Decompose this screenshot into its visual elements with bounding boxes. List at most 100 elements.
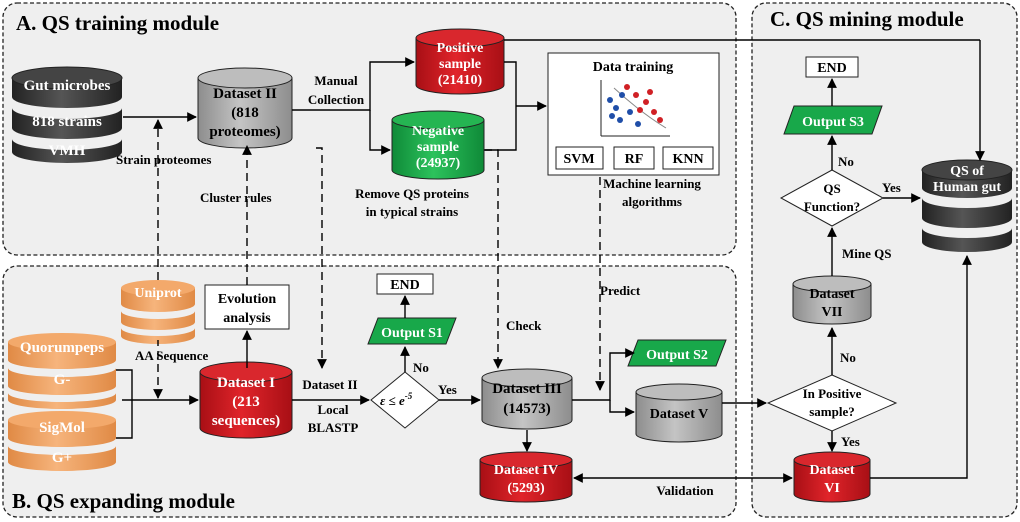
dataset-6-line2: VI [824,481,840,496]
rf-label: RF [625,152,644,167]
connectors [116,39,985,483]
output-s3-label: Output S3 [802,115,864,130]
dataset-7-line1: Dataset [809,287,854,302]
positive-decision-line1: In Positive [803,386,862,401]
qs-human-gut-db: QS of Human gut [921,159,1013,252]
ml-caption-line2: algorithms [622,194,682,209]
qs-human-line1: QS of [950,164,984,179]
svm-label: SVM [563,152,594,167]
dataset-1-line1: Dataset I [217,375,275,391]
dataset-2-line1: Dataset II [213,86,277,102]
end-3-box: END [805,56,859,78]
epsilon-lhs: ε ≤ e-5 [380,391,413,408]
negative-line1: Negative [412,124,464,139]
end-1-label: END [390,278,420,293]
dataset-6-line1: Dataset [809,463,854,478]
yes-1-label: Yes [438,382,457,397]
output-s1-label: Output S1 [381,326,443,341]
no-1-label: No [413,360,429,375]
negative-line3: (24937) [416,156,461,171]
gut-microbes-title: Gut microbes [24,78,111,94]
positive-line1: Positive [437,41,484,56]
dataset-3-line2: (14573) [503,401,551,417]
dataset-1-line2: (213 [232,394,260,410]
dataset-1-cylinder: Dataset I (213 sequences) [199,361,293,439]
local-blastp-line1: Local [317,402,348,417]
uniprot-label: Uniprot [134,286,182,301]
mine-qs-label: Mine QS [842,246,891,261]
quorumpeps-title: Quorumpeps [20,340,104,356]
output-s2-label: Output S2 [646,348,708,363]
output-s2: Output S2 [627,339,727,367]
sigmol-db: SigMol G+ [8,411,116,471]
positive-sample-cylinder: Positive sample (21410) [415,28,505,95]
gut-microbes-db: Gut microbes 818 strains VMH [11,66,123,163]
dataset-7-cylinder: Dataset VII [792,275,872,325]
no-3-label: No [838,154,854,169]
quorumpeps-type: G- [54,372,71,388]
epsilon-decision: ε ≤ e-5 [370,371,440,429]
positive-line3: (21410) [438,73,483,88]
dataset-2-cylinder: Dataset II (818 proteomes) [197,67,293,149]
gut-microbes-strains: 818 strains [32,114,102,130]
dataset-1-line3: sequences) [212,413,280,429]
qs-function-decision: QS Function? [779,169,885,227]
check-label: Check [506,318,542,333]
panel-expanding [2,265,737,518]
end-3-label: END [817,61,847,76]
aa-sequence-label: AA Sequence [135,348,209,363]
data-training-box: Data training SVM RF KNN [547,52,720,176]
local-blastp-line2: BLASTP [308,420,359,435]
dataset-4-line1: Dataset IV [494,463,558,478]
end-1-box: END [376,273,434,295]
knn-label: KNN [672,152,703,167]
evolution-analysis-box: Evolution analysis [204,284,290,330]
output-s1: Output S1 [367,317,457,345]
dataset-5-label: Dataset V [650,407,708,422]
dataset-3-line1: Dataset III [492,381,562,397]
ml-caption-line1: Machine learning [603,176,701,191]
positive-decision: In Positive sample? [766,374,898,432]
dataset-3-cylinder: Dataset III (14573) [481,368,573,430]
qs-human-line2: Human gut [933,180,1001,195]
cluster-rules-label: Cluster rules [200,190,272,205]
manual-collection-line2: Collection [308,92,365,107]
validation-label: Validation [656,483,714,498]
positive-decision-line2: sample? [809,404,855,419]
negative-sample-cylinder: Negative sample (24937) [391,110,485,180]
yes-2-label: Yes [841,434,860,449]
scatter-icon [600,80,670,137]
expanding-module-title: B. QS expanding module [12,489,235,513]
remove-note-line1: Remove QS proteins [355,186,469,201]
uniprot-db: Uniprot [121,280,195,344]
mining-module-title: C. QS mining module [770,7,964,31]
yes-3-label: Yes [882,180,901,195]
dataset-2-line3: proteomes) [209,124,280,140]
remove-note-line2: in typical strains [366,204,458,219]
training-module-title: A. QS training module [16,11,219,35]
strain-proteomes-label: Strain proteomes [116,152,211,167]
gut-microbes-source: VMH [49,143,86,159]
evolution-line2: analysis [223,311,271,326]
epsilon-exponent: -5 [405,391,413,401]
dataset-5-cylinder: Dataset V [635,383,723,443]
data-training-title: Data training [593,60,674,75]
sigmol-title: SigMol [39,420,85,436]
qs-function-line1: QS [823,181,840,196]
output-s3: Output S3 [783,105,883,135]
manual-collection-line1: Manual [314,73,358,88]
dataset-7-line2: VII [821,305,842,320]
dataset-2-line2: (818 [231,105,259,121]
negative-line2: sample [417,140,459,155]
dataset-2-input-label: Dataset II [302,377,357,392]
dataset-4-line2: (5293) [507,481,545,496]
quorumpeps-db: Quorumpeps G- [8,333,116,409]
qs-function-line2: Function? [804,199,860,214]
evolution-line1: Evolution [218,292,277,307]
dataset-6-cylinder: Dataset VI [793,451,871,503]
predict-label: Predict [600,283,641,298]
positive-line2: sample [439,57,481,72]
dataset-4-cylinder: Dataset IV (5293) [479,451,573,503]
no-2-label: No [840,350,856,365]
